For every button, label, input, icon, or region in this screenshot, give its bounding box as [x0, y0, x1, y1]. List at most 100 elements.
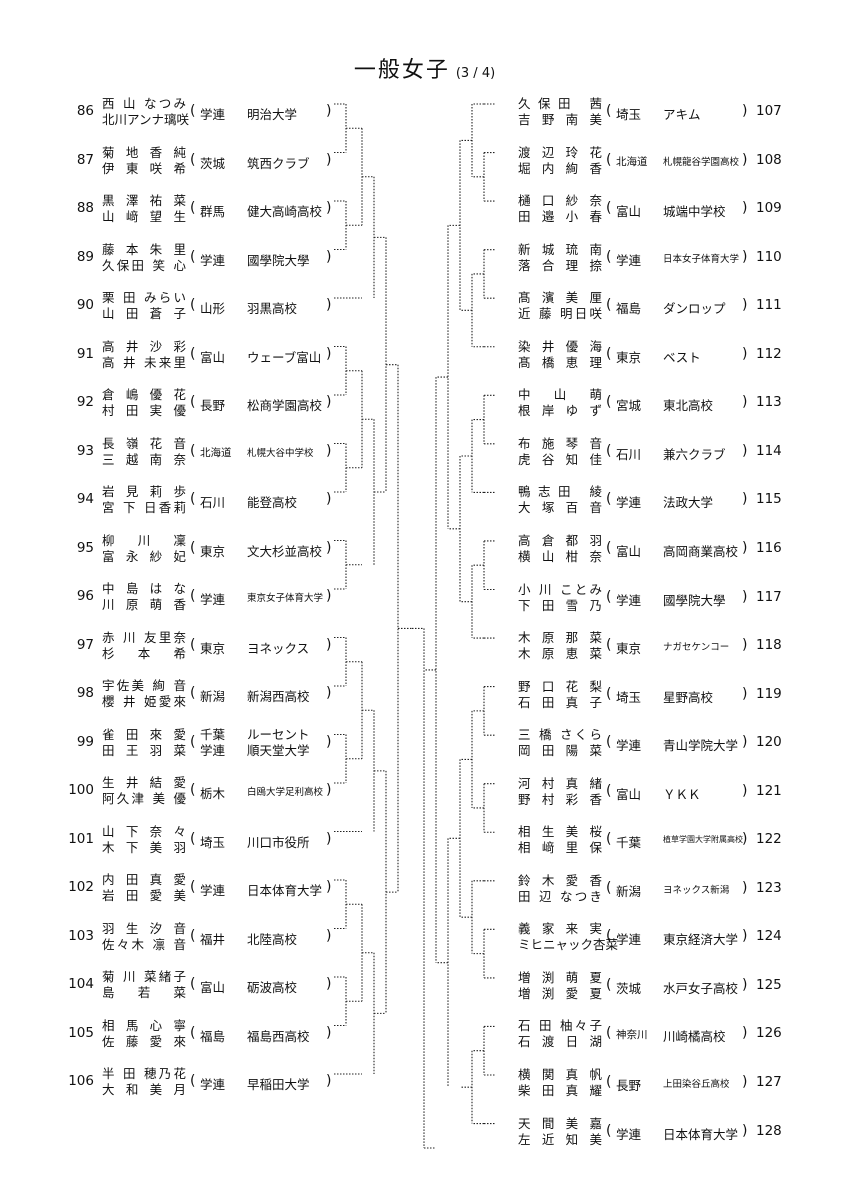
prefecture: 学連 [616, 932, 642, 948]
entry-number: 119 [756, 685, 782, 702]
team-name: 健大高崎高校 [247, 204, 323, 219]
prefecture: 富山 [616, 204, 642, 220]
entry-number: 98 [76, 685, 94, 701]
team-name: 上田染谷丘高校 [663, 1079, 730, 1090]
open-paren: ( [606, 588, 612, 605]
prefecture: 埼玉 [616, 689, 642, 705]
player-names: 藤 本 朱 里久保田 笑 心 [102, 242, 186, 274]
player-names: 野 口 花 梨石 田 真 子 [518, 679, 602, 711]
player-names: 渡 辺 玲 花堀 内 絢 香 [518, 145, 602, 177]
team-name: ウェーブ富山 [247, 349, 322, 365]
close-paren: ) [742, 394, 748, 411]
open-paren: ( [190, 103, 196, 119]
page-indicator: (3 / 4) [455, 66, 496, 81]
open-paren: ( [606, 345, 612, 362]
entry-number: 105 [68, 1024, 94, 1041]
open-paren: ( [606, 442, 612, 459]
player-names: 黒 澤 祐 菜山 﨑 望 生 [102, 193, 186, 225]
open-paren: ( [606, 539, 612, 556]
open-paren: ( [606, 248, 612, 265]
open-paren: ( [606, 734, 612, 751]
prefecture: 学連 [200, 1077, 226, 1092]
player-name: 相 馬 心 寧 [102, 1017, 186, 1033]
prefecture: 学連 [200, 107, 226, 122]
close-paren: ) [742, 491, 748, 508]
player-name: 三 越 南 奈 [102, 451, 186, 467]
prefecture: 栃木 [200, 786, 226, 801]
player-name: 櫻 井 姫愛來 [102, 694, 186, 709]
player-name: 渡 辺 玲 花 [518, 144, 602, 160]
close-paren: ) [326, 539, 332, 556]
page-title: 一般女子(3 / 4) [0, 52, 849, 84]
prefecture: 東京 [200, 543, 226, 559]
open-paren: ( [190, 345, 196, 362]
player-name: 根 岸 ゆ ず [518, 403, 602, 419]
player-name: 佐 藤 愛 來 [102, 1033, 186, 1049]
open-paren: ( [190, 1073, 196, 1089]
player-name: 山 﨑 望 生 [102, 209, 186, 224]
entry-number: 88 [76, 200, 94, 216]
open-paren: ( [606, 394, 612, 411]
entry-number: 111 [756, 297, 782, 314]
open-paren: ( [190, 636, 196, 653]
entry-number: 121 [756, 782, 782, 799]
entry-number: 90 [76, 297, 94, 313]
team-name: ダンロップ [663, 301, 726, 317]
prefecture: 学連 [616, 592, 642, 608]
player-name: 栗 田 みらい [102, 290, 186, 305]
player-name: 田 辺 なつき [518, 888, 602, 904]
entry-number: 102 [68, 879, 94, 895]
player-names: 宇佐美 絢 音櫻 井 姫愛來 [102, 678, 186, 710]
player-name: 山 田 蒼 子 [102, 306, 186, 321]
open-paren: ( [606, 200, 612, 217]
player-names: 半 田 穂乃花大 和 美 月 [102, 1066, 186, 1098]
player-names: 天 間 美 嘉左 近 知 美 [518, 1116, 602, 1148]
player-name: 雀 田 來 愛 [102, 726, 186, 742]
player-name: 羽 生 汐 音 [102, 920, 186, 936]
player-name: 宇佐美 絢 音 [102, 678, 186, 693]
player-names: 赤 川 友里奈杉 本 希 [102, 630, 186, 662]
prefecture: 富山 [616, 543, 642, 559]
team-name: 羽黒高校 [247, 301, 298, 316]
entry-number: 128 [756, 1122, 782, 1139]
team-name: 札幌大谷中学校 [247, 447, 314, 459]
prefecture-line: 学連 [200, 742, 226, 758]
entry-number: 100 [68, 782, 94, 798]
prefecture: 東京 [616, 349, 642, 365]
team-name: ベスト [663, 349, 701, 365]
player-name: 大 和 美 月 [102, 1082, 186, 1097]
player-name: 石 田 真 子 [518, 694, 602, 710]
team-name: 松商学園高校 [247, 398, 323, 413]
player-name: 黒 澤 祐 菜 [102, 193, 186, 208]
player-name: 川 原 萌 香 [102, 597, 186, 612]
close-paren: ) [742, 685, 748, 702]
close-paren: ) [742, 151, 748, 168]
prefecture: 北海道 [200, 446, 232, 459]
player-name: 髙 濱 美 厘 [518, 290, 602, 306]
player-name: 大 塚 百 音 [518, 500, 602, 516]
open-paren: ( [190, 733, 196, 750]
close-paren: ) [742, 831, 748, 848]
prefecture: 学連 [616, 738, 642, 754]
prefecture: 新潟 [616, 883, 642, 899]
player-name: 髙 橋 恵 理 [518, 354, 602, 370]
player-names: 内 田 真 愛岩 田 愛 美 [102, 872, 186, 904]
team-name: ルーセント順天堂大学 [247, 727, 310, 759]
prefecture: 群馬 [200, 204, 226, 219]
player-names: 義 家 来 実ミヒニャック杏菜 [518, 921, 618, 953]
prefecture: 東京 [200, 640, 226, 656]
